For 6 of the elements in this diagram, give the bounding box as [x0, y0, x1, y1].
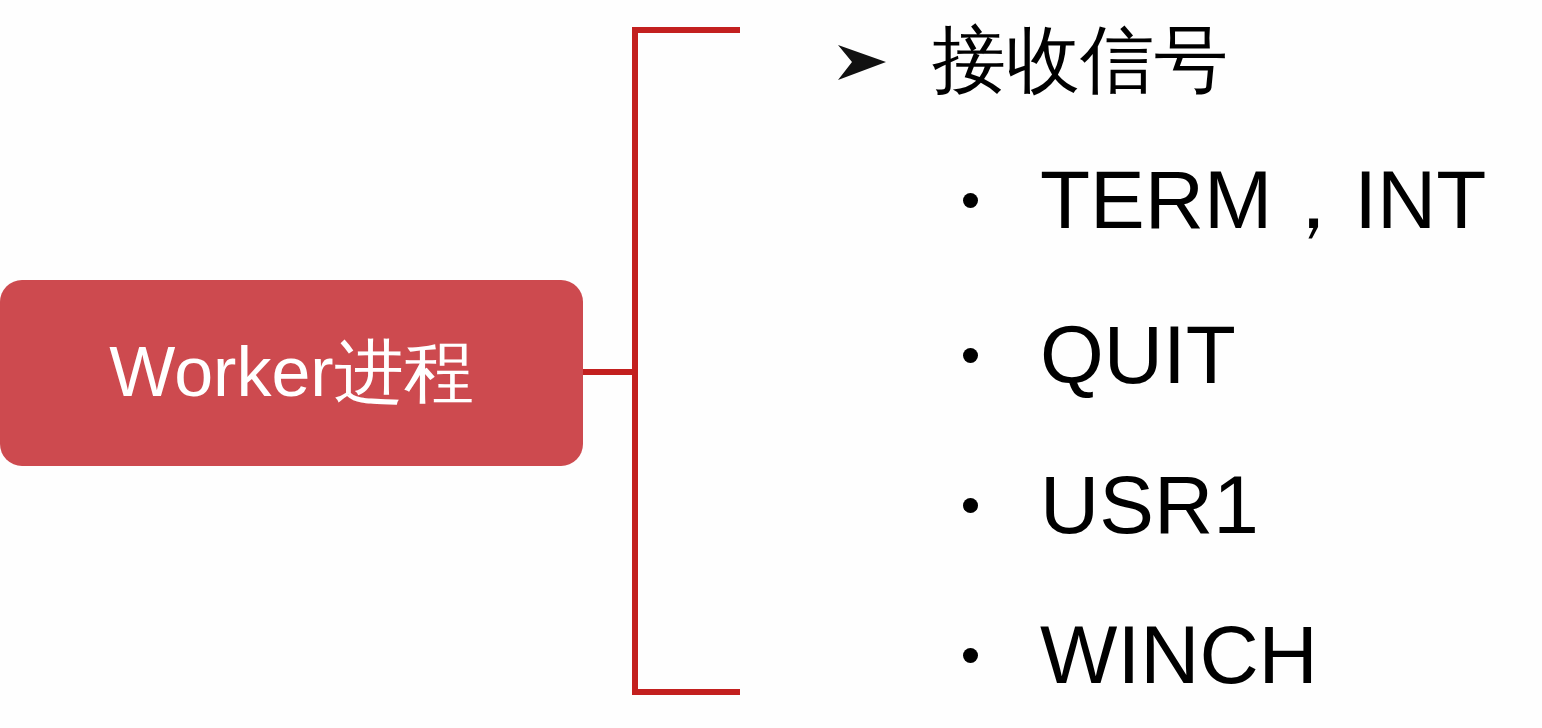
list-item: WINCH: [1040, 608, 1318, 702]
list-item: QUIT: [1040, 308, 1236, 402]
list-heading: 接收信号: [932, 17, 1228, 103]
process-box: Worker进程: [0, 280, 583, 466]
list-item: TERM，INT: [1040, 153, 1487, 247]
list-item: USR1: [1040, 458, 1259, 552]
